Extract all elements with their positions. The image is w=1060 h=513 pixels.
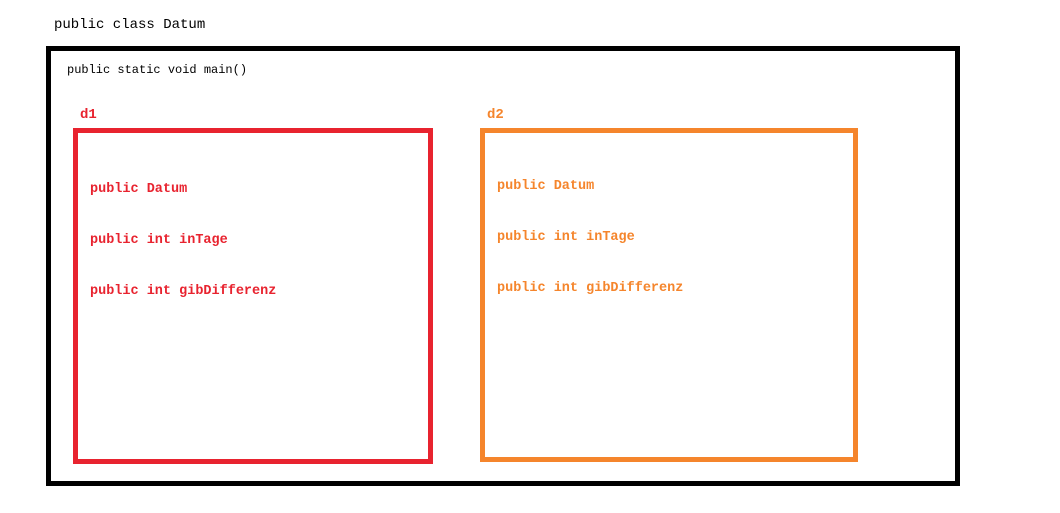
object-box-d1: public Datum public int inTage public in… xyxy=(73,128,433,464)
member-line: public Datum xyxy=(90,182,188,197)
method-title: public static void main() xyxy=(67,63,248,77)
member-line: public int gibDifferenz xyxy=(90,284,277,299)
member-line: public Datum xyxy=(497,179,595,194)
member-line: public int inTage xyxy=(497,230,635,245)
member-line: public int inTage xyxy=(90,233,228,248)
class-title: public class Datum xyxy=(54,17,206,33)
member-line: public int gibDifferenz xyxy=(497,281,684,296)
object-box-d2: public Datum public int inTage public in… xyxy=(480,128,858,462)
object-members-d1: public Datum public int inTage public in… xyxy=(90,147,276,334)
class-box: public static void main() d1 public Datu… xyxy=(46,46,960,486)
object-members-d2: public Datum public int inTage public in… xyxy=(497,144,683,331)
object-label-d1: d1 xyxy=(80,107,97,123)
object-label-d2: d2 xyxy=(487,107,504,123)
